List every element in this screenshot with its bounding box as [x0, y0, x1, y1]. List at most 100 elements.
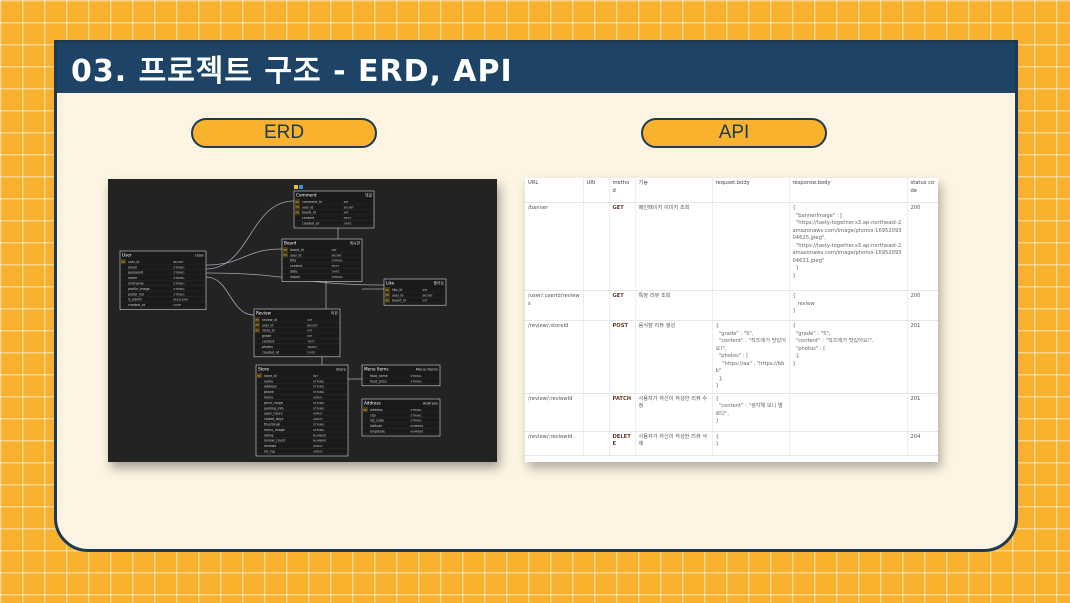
erd-column-name: city [370, 413, 376, 417]
erd-column-type: STRING [410, 374, 422, 378]
erd-column-type: DATE [344, 222, 352, 226]
erd-table-tag: Address [423, 401, 438, 406]
erd-table-tag: Menu Items [416, 367, 438, 372]
erd-column-type: INT [307, 318, 312, 322]
erd-column-name: comment_id [302, 200, 322, 204]
erd-key-label: FK [296, 205, 300, 209]
erd-key-marker [121, 259, 126, 264]
erd-column-type: BIGINT [173, 260, 183, 264]
erd-column-type: STRING [410, 408, 422, 412]
api-header-row: URL URI method 기능 requset.body response.… [525, 178, 938, 203]
erd-column-type: ARRAY [313, 444, 323, 448]
cell-request-body [712, 202, 790, 291]
erd-column-name: is_admin [128, 298, 142, 302]
erd-column-name: board_id [290, 248, 304, 252]
erd-table-name: Board [284, 241, 297, 246]
erd-table-name: Menu Items [364, 367, 389, 372]
header-response-body: response.body [789, 178, 908, 203]
erd-key-label: FK [386, 299, 390, 303]
erd-column-name: name [264, 379, 273, 383]
erd-key-label: PK [258, 374, 262, 378]
header-function: 기능 [635, 178, 713, 203]
cell-request-body [712, 290, 790, 321]
erd-key-label: FK [256, 329, 260, 333]
cell-method: GET [609, 290, 636, 321]
erd-column-name: date [290, 270, 297, 274]
erd-column-name: lat_lng [264, 450, 275, 454]
erd-column-type: BIGINT [332, 253, 342, 257]
erd-key-marker [255, 327, 260, 333]
erd-key-label: PK [296, 200, 300, 204]
api-table-screenshot: URL URI method 기능 requset.body response.… [525, 178, 938, 462]
cell-request-body: { "grade" : "5", "content" : "직즈에거 맛있어요!… [712, 320, 790, 394]
erd-key-label: PK [256, 318, 260, 322]
response-body-json: { "grade" : "5", "content" : "직즈에거 맛있어요!… [792, 323, 874, 367]
request-body-json: { "grade" : "5", "content" : "직즈에거 맛있어요!… [715, 323, 786, 390]
cell-status-code: 204 [907, 431, 938, 456]
erd-column-type: STRING [173, 282, 185, 286]
erd-key-label: PK [122, 260, 126, 264]
cell-function: 메인페이지 이미지 조회 [635, 202, 713, 291]
erd-column-name: open_hours [264, 412, 283, 416]
erd-column-type: ARRAY [313, 396, 323, 400]
table-row: /banner GET 메인페이지 이미지 조회 { "bannerImage"… [525, 202, 938, 291]
erd-column-name: store_id [264, 374, 277, 378]
erd-column-name: thumbnail [264, 423, 280, 427]
erd-table-tag: Store [336, 367, 347, 372]
erd-column-name: latitude [370, 424, 382, 428]
relation-line [205, 248, 283, 266]
erd-column-name: board_id [392, 299, 406, 303]
erd-column-type: NUMBER [410, 424, 423, 428]
erd-column-type: INT [332, 248, 337, 252]
erd-column-name: reviews [264, 444, 277, 448]
erd-column-type: TEXT [306, 340, 315, 344]
erd-table-name: Comment [296, 193, 317, 198]
erd-column-type: INT [307, 329, 312, 333]
cell-response-body: { "grade" : "5", "content" : "직즈에거 맛있어요!… [789, 320, 908, 394]
erd-column-type: INT [313, 374, 318, 378]
erd-column-name: user_id [262, 323, 273, 327]
table-row: /user/:userId/reviews GET 특정 리뷰 조회 { rev… [525, 290, 938, 321]
erd-column-type: STRING [332, 275, 344, 279]
cell-url: /review/:reviewId [525, 431, 584, 456]
erd-key-marker [257, 373, 262, 378]
erd-column-type: STRING [173, 271, 185, 275]
erd-column-type: STRING [173, 265, 185, 269]
erd-column-name: created_at [302, 222, 320, 226]
cell-method: DELETE [609, 431, 636, 456]
erd-table-tag: 게시판 [350, 241, 361, 246]
erd-toolbar-icon [294, 185, 298, 189]
erd-column-type: BIGINT [422, 293, 432, 297]
erd-key-label: PK [364, 408, 368, 412]
erd-column-type: STRING [313, 428, 325, 432]
erd-column-name: longitude [370, 430, 385, 434]
erd-column-type: INT [307, 334, 312, 338]
erd-column-name: prefer_list [128, 292, 145, 296]
erd-key-marker [385, 297, 390, 303]
erd-column-name: menu_image [264, 428, 285, 432]
erd-key-label: FK [256, 323, 260, 327]
erd-column-type: DATE [173, 303, 181, 307]
erd-column-type: STRING [313, 406, 325, 410]
erd-column-name: rating [264, 433, 273, 437]
erd-table-name: Review [256, 311, 272, 316]
erd-column-name: profile_image [128, 287, 150, 291]
erd-column-name: address [264, 385, 277, 389]
erd-column-name: content [302, 216, 315, 220]
cell-status-code: 200 [907, 202, 938, 291]
erd-column-name: region [290, 275, 300, 279]
cell-url: /user/:userId/reviews [525, 290, 584, 321]
cell-response-body [789, 393, 908, 432]
erd-toolbar-icon [299, 185, 303, 189]
cell-status-code: 201 [907, 320, 938, 394]
erd-column-type: STRING [313, 379, 325, 383]
erd-column-type: ARRAY [313, 412, 323, 416]
